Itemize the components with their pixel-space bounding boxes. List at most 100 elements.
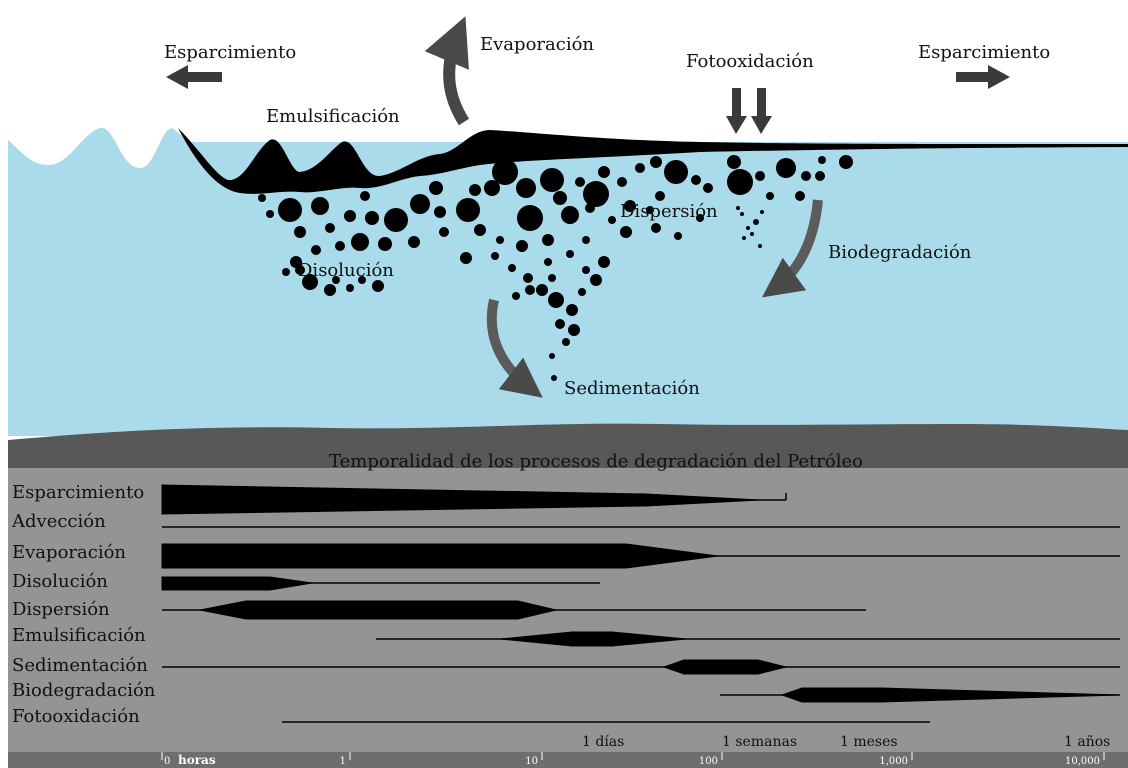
oil-droplet bbox=[736, 206, 740, 210]
oil-droplet bbox=[491, 252, 499, 260]
oil-droplet bbox=[456, 198, 480, 222]
oil-droplet bbox=[703, 183, 713, 193]
axis-tick-label: 10 bbox=[525, 756, 538, 767]
oil-droplet bbox=[551, 375, 557, 381]
oil-droplet bbox=[536, 284, 548, 296]
oil-droplet bbox=[746, 226, 750, 230]
oil-droplet bbox=[311, 197, 329, 215]
oil-droplet bbox=[553, 191, 567, 205]
oil-droplet bbox=[525, 285, 535, 295]
axis-tick-label: 1 bbox=[340, 756, 346, 767]
oil-droplet bbox=[408, 236, 420, 248]
oil-droplet bbox=[590, 274, 602, 286]
oil-droplet bbox=[492, 159, 518, 185]
timeline-row-label: Biodegradación bbox=[12, 680, 156, 701]
timeline-row-label: Evaporación bbox=[12, 542, 126, 563]
oil-droplet bbox=[664, 160, 688, 184]
oil-droplet bbox=[325, 223, 335, 233]
oil-droplet bbox=[410, 194, 430, 214]
label-sedimentation: Sedimentación bbox=[564, 378, 700, 399]
oil-droplet bbox=[598, 166, 610, 178]
oil-droplet bbox=[635, 163, 645, 173]
timeline-title: Temporalidad de los procesos de degradac… bbox=[329, 451, 863, 472]
oil-droplet bbox=[282, 268, 290, 276]
unit-mark-meses: 1 meses bbox=[840, 734, 898, 750]
oil-droplet bbox=[582, 266, 590, 274]
oil-droplet bbox=[258, 194, 266, 202]
oil-droplet bbox=[508, 264, 516, 272]
oil-droplet bbox=[278, 198, 302, 222]
oil-droplet bbox=[766, 192, 774, 200]
unit-mark-semanas: 1 semanas bbox=[722, 734, 797, 750]
oil-droplet bbox=[346, 284, 354, 292]
oil-droplet bbox=[795, 191, 805, 201]
oil-droplet bbox=[496, 236, 504, 244]
oil-droplet bbox=[575, 177, 585, 187]
oil-droplet bbox=[617, 177, 627, 187]
oil-droplet bbox=[474, 224, 486, 236]
oil-droplet bbox=[434, 206, 446, 218]
oil-droplet bbox=[620, 226, 632, 238]
oil-droplet bbox=[566, 304, 578, 316]
arrow-spreading-left bbox=[166, 65, 222, 89]
oil-droplet bbox=[691, 175, 701, 185]
oil-droplet bbox=[523, 273, 533, 283]
timeline-row-label: Emulsificación bbox=[12, 625, 146, 646]
oil-droplet bbox=[598, 256, 610, 268]
oil-droplet bbox=[815, 171, 825, 181]
oil-droplet bbox=[555, 319, 565, 329]
oil-droplet bbox=[561, 206, 579, 224]
oil-droplet bbox=[439, 227, 449, 237]
oil-droplet bbox=[384, 208, 408, 232]
axis-band bbox=[8, 752, 1128, 768]
oil-droplet bbox=[365, 211, 379, 225]
timeline-row-label: Disolución bbox=[12, 571, 108, 592]
arrow-spreading-right bbox=[956, 65, 1010, 89]
oil-droplet bbox=[755, 171, 765, 181]
oil-droplet bbox=[750, 232, 754, 236]
label-spreading-right: Esparcimiento bbox=[918, 42, 1050, 63]
oil-droplet bbox=[512, 292, 520, 300]
oil-droplet bbox=[818, 156, 826, 164]
oil-droplet bbox=[578, 288, 586, 296]
oil-droplet bbox=[544, 258, 552, 266]
oil-droplet bbox=[360, 191, 370, 201]
oil-droplet bbox=[344, 210, 356, 222]
oil-droplet bbox=[582, 236, 590, 244]
oil-droplet bbox=[562, 338, 570, 346]
timeline-row-label: Advección bbox=[11, 511, 106, 532]
oil-droplet bbox=[608, 216, 616, 224]
timeline-row-label: Fotooxidación bbox=[12, 706, 140, 727]
oil-droplet bbox=[378, 237, 392, 251]
oil-droplet bbox=[266, 210, 274, 218]
axis-tick-label: 0 bbox=[164, 756, 170, 767]
axis-tick-label: 100 bbox=[699, 756, 718, 767]
oil-droplet bbox=[801, 171, 811, 181]
oil-droplet bbox=[776, 158, 796, 178]
oil-droplet bbox=[548, 274, 556, 282]
oil-droplet bbox=[517, 205, 543, 231]
oil-droplet bbox=[351, 233, 369, 251]
oil-droplet bbox=[753, 219, 759, 225]
oil-droplet bbox=[839, 155, 853, 169]
oil-droplet bbox=[758, 244, 762, 248]
arrow-photooxidation bbox=[726, 88, 772, 134]
timeline-row-label: Dispersión bbox=[12, 599, 110, 620]
label-dispersion: Dispersión bbox=[620, 201, 718, 222]
oil-droplet bbox=[727, 169, 753, 195]
oil-droplet bbox=[294, 226, 306, 238]
oil-droplet bbox=[566, 250, 574, 258]
oil-droplet bbox=[372, 280, 384, 292]
oil-droplet bbox=[516, 178, 536, 198]
axis-tick-label: 1,000 bbox=[879, 756, 908, 767]
oil-droplet bbox=[650, 156, 662, 168]
oil-droplet bbox=[460, 252, 472, 264]
oil-droplet bbox=[540, 168, 564, 192]
oil-droplet bbox=[429, 181, 443, 195]
label-emulsification: Emulsificación bbox=[266, 106, 400, 127]
oil-droplet bbox=[742, 236, 746, 240]
timeline-row-label: Esparcimiento bbox=[12, 482, 144, 503]
oil-droplet bbox=[516, 240, 528, 252]
oil-droplet bbox=[549, 353, 555, 359]
